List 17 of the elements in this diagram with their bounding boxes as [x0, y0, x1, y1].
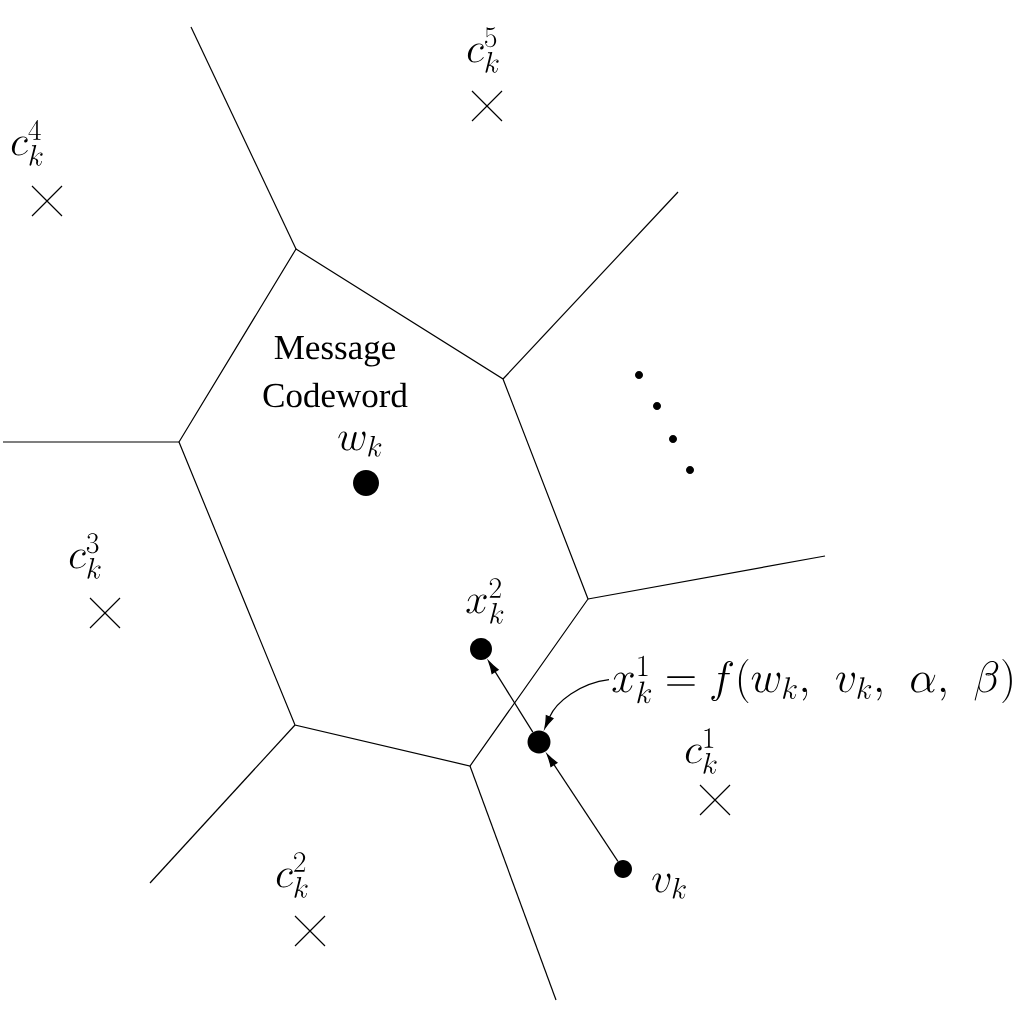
point-label: $x_k^{2}$ — [466, 578, 504, 624]
point-label: $c_k^{2}$ — [276, 852, 308, 898]
dot — [353, 470, 379, 496]
point-label: $c_k^{3}$ — [69, 533, 101, 579]
node-label: Message Codeword — [263, 336, 408, 408]
formula-text: $x_k^{1} = f(w_k, v_k, \alpha, \beta)$ — [612, 655, 1012, 704]
arrow — [488, 660, 534, 733]
arrow — [546, 753, 619, 862]
dot — [470, 638, 492, 660]
leader-line — [544, 679, 610, 729]
point-label: $v_k$ — [652, 873, 686, 899]
dot — [527, 730, 551, 754]
point-label: $w_k$ — [338, 431, 382, 457]
point-label: $c_k^{1}$ — [685, 728, 717, 774]
dot — [614, 860, 632, 878]
point-label: $c_k^{5}$ — [467, 27, 499, 73]
point-label: $c_k^{4}$ — [11, 120, 43, 166]
